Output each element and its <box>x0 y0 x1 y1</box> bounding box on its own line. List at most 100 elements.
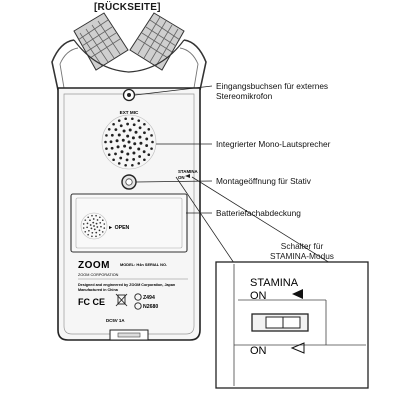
speaker-hole <box>120 150 124 154</box>
grip-hole <box>95 235 97 238</box>
grip-hole <box>86 226 88 229</box>
mic-capsule-left <box>73 12 129 71</box>
speaker-hole <box>131 136 135 140</box>
speaker-hole <box>107 127 111 131</box>
rcm-mark-icon <box>134 302 142 310</box>
speaker-hole <box>121 138 125 142</box>
speaker-hole <box>137 162 141 165</box>
speaker-hole <box>112 158 115 162</box>
leader-line-zoom-right <box>191 176 331 264</box>
zoom-on-label-bottom: ON <box>250 345 267 357</box>
speaker-hole <box>128 146 132 150</box>
grip-hole <box>99 233 101 236</box>
zoom-arrow-outline-icon <box>290 342 305 354</box>
speaker-hole <box>125 158 129 162</box>
speaker-hole <box>127 140 131 144</box>
speaker-hole <box>147 153 151 157</box>
battery-cover <box>70 193 188 253</box>
speaker-hole <box>128 128 132 132</box>
speaker-hole <box>145 144 149 147</box>
speaker-hole <box>138 126 142 130</box>
speaker-hole <box>134 130 138 134</box>
speaker-hole <box>142 150 146 154</box>
stamina-switch <box>251 313 309 332</box>
grip-hole <box>93 225 95 227</box>
speaker-hole <box>137 119 141 122</box>
stamina-small-arrow-icon <box>185 174 190 178</box>
speaker-hole <box>126 134 130 138</box>
callout-speaker: Integrierter Mono-Lautsprecher <box>216 139 331 149</box>
grip-hole <box>91 214 93 217</box>
grip-hole <box>96 226 99 228</box>
speaker-hole <box>110 146 114 150</box>
speaker-hole <box>138 155 142 158</box>
speaker-hole <box>124 163 127 167</box>
grip-hole <box>82 223 85 225</box>
callout-mic-input: Eingangsbuchsen für externes Stereomikro… <box>216 81 328 101</box>
grip-hole <box>93 228 96 231</box>
mic-guard <box>51 39 207 91</box>
power-label: DC5V 1A <box>106 318 125 323</box>
tripod-mount <box>121 174 137 190</box>
speaker-grille <box>101 114 157 170</box>
speaker-hole <box>124 117 127 121</box>
speaker-hole <box>143 158 146 162</box>
leader-line-mic-input <box>134 85 213 96</box>
speaker-hole <box>126 122 130 126</box>
speaker-hole <box>150 134 153 137</box>
grip-hole <box>100 225 102 228</box>
grip-hole <box>87 233 89 236</box>
grip-hole <box>91 231 94 234</box>
grip-hole <box>84 231 87 233</box>
zoom-arrow-solid-icon <box>292 289 303 299</box>
speaker-hole <box>109 140 113 144</box>
callout-mic-input-line-1: Eingangsbuchsen für externes <box>216 81 329 91</box>
mic-capsule-right <box>129 12 185 71</box>
grip-hole <box>89 224 92 226</box>
ext-mic-label: EXT MIC <box>120 110 139 115</box>
grip-hole <box>92 218 95 220</box>
speaker-hole <box>117 119 121 122</box>
open-label: ► OPEN <box>108 225 130 231</box>
speaker-hole <box>117 162 121 165</box>
grip-hole <box>99 216 101 219</box>
zoom-logo: ZOOM <box>78 260 110 271</box>
speaker-hole <box>150 147 153 150</box>
grip-hole <box>84 219 87 221</box>
speaker-hole <box>132 151 136 155</box>
speaker-hole <box>116 145 120 149</box>
grip-hole <box>96 219 99 221</box>
grip-hole <box>88 229 90 232</box>
speaker-hole <box>105 134 108 137</box>
grip-hole <box>89 219 91 222</box>
model-label: MODEL: H4n SERIAL NO. <box>120 262 167 267</box>
grip-hole <box>82 227 85 229</box>
speaker-hole <box>143 122 146 126</box>
speaker-hole <box>139 141 143 145</box>
grip-hole <box>91 235 93 238</box>
speaker-hole <box>122 129 126 133</box>
callout-stamina-line-2: STAMINA-Modus <box>270 251 334 261</box>
speaker-hole <box>126 152 130 156</box>
zoom-on-label-top: ON <box>250 290 267 302</box>
weee-bin-icon <box>115 293 128 307</box>
speaker-hole <box>105 147 108 150</box>
speaker-hole <box>131 117 134 121</box>
zoom-corporation-label: ZOOM CORPORATION <box>78 273 119 277</box>
leader-line-zoom-left <box>175 176 235 264</box>
speaker-hole <box>114 152 117 156</box>
usb-port <box>109 329 149 341</box>
cert-code-1: Z494 <box>143 295 155 301</box>
speaker-hole <box>147 127 151 131</box>
grip-hole <box>95 231 98 234</box>
grip-hole <box>90 227 93 230</box>
zoom-stamina-label: STAMINA <box>250 277 299 289</box>
grip-hole <box>95 214 97 217</box>
designed-line-2: Manufactured in China <box>78 288 119 292</box>
speaker-hole <box>138 135 142 139</box>
grip-hole <box>95 222 98 225</box>
speaker-hole <box>131 163 134 167</box>
speaker-hole <box>132 123 136 127</box>
page-title: [RÜCKSEITE] <box>94 2 161 13</box>
